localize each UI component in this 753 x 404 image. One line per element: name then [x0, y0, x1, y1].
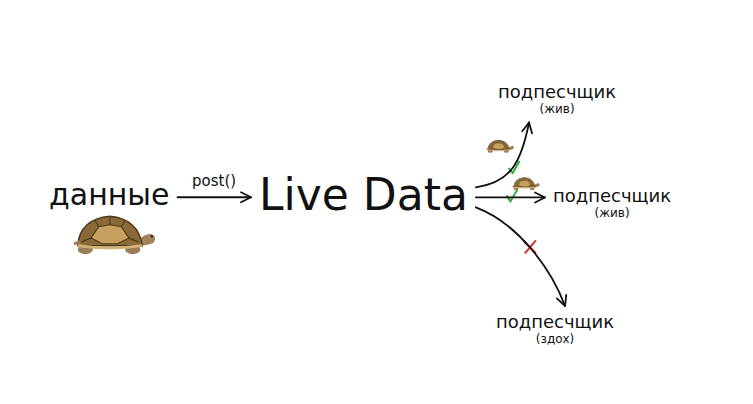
turtle-picture: [512, 177, 539, 190]
arrow-head: [241, 192, 251, 202]
source-node: данные: [45, 176, 174, 215]
edge-label: post(): [190, 173, 238, 190]
connector-line: [178, 196, 252, 198]
node-title: данные: [49, 178, 170, 213]
connector-arrow: [476, 192, 545, 202]
node-note: (жив): [498, 103, 616, 117]
turtle-picture: [74, 216, 155, 254]
subscriber-node: подпесчщик(жив): [549, 184, 675, 222]
node-note: (жив): [553, 207, 671, 221]
node-title: подпесчщик: [498, 82, 616, 103]
subscriber-node: подпесчщик(здох): [492, 310, 618, 348]
subscriber-node: подпесчщик(жив): [494, 80, 620, 118]
node-title: подпесчщик: [496, 312, 614, 333]
connector-line: [476, 122, 529, 187]
node-title: подпесчщик: [553, 186, 671, 207]
connector-arrow: [178, 192, 252, 202]
arrow-head: [535, 192, 545, 202]
hub-node: Live Data: [255, 168, 472, 223]
check-mark-group: [486, 140, 519, 173]
node-note: (здох): [496, 333, 614, 347]
connector-line: [476, 196, 545, 198]
check-mark: [506, 189, 517, 201]
node-title: Live Data: [259, 170, 468, 221]
turtle-picture: [486, 140, 513, 153]
arrow-head: [557, 295, 566, 306]
connector-arrow: [476, 122, 532, 187]
connector-line: [476, 207, 565, 306]
arrow-head: [522, 122, 532, 133]
connector-arrow: [476, 207, 566, 306]
